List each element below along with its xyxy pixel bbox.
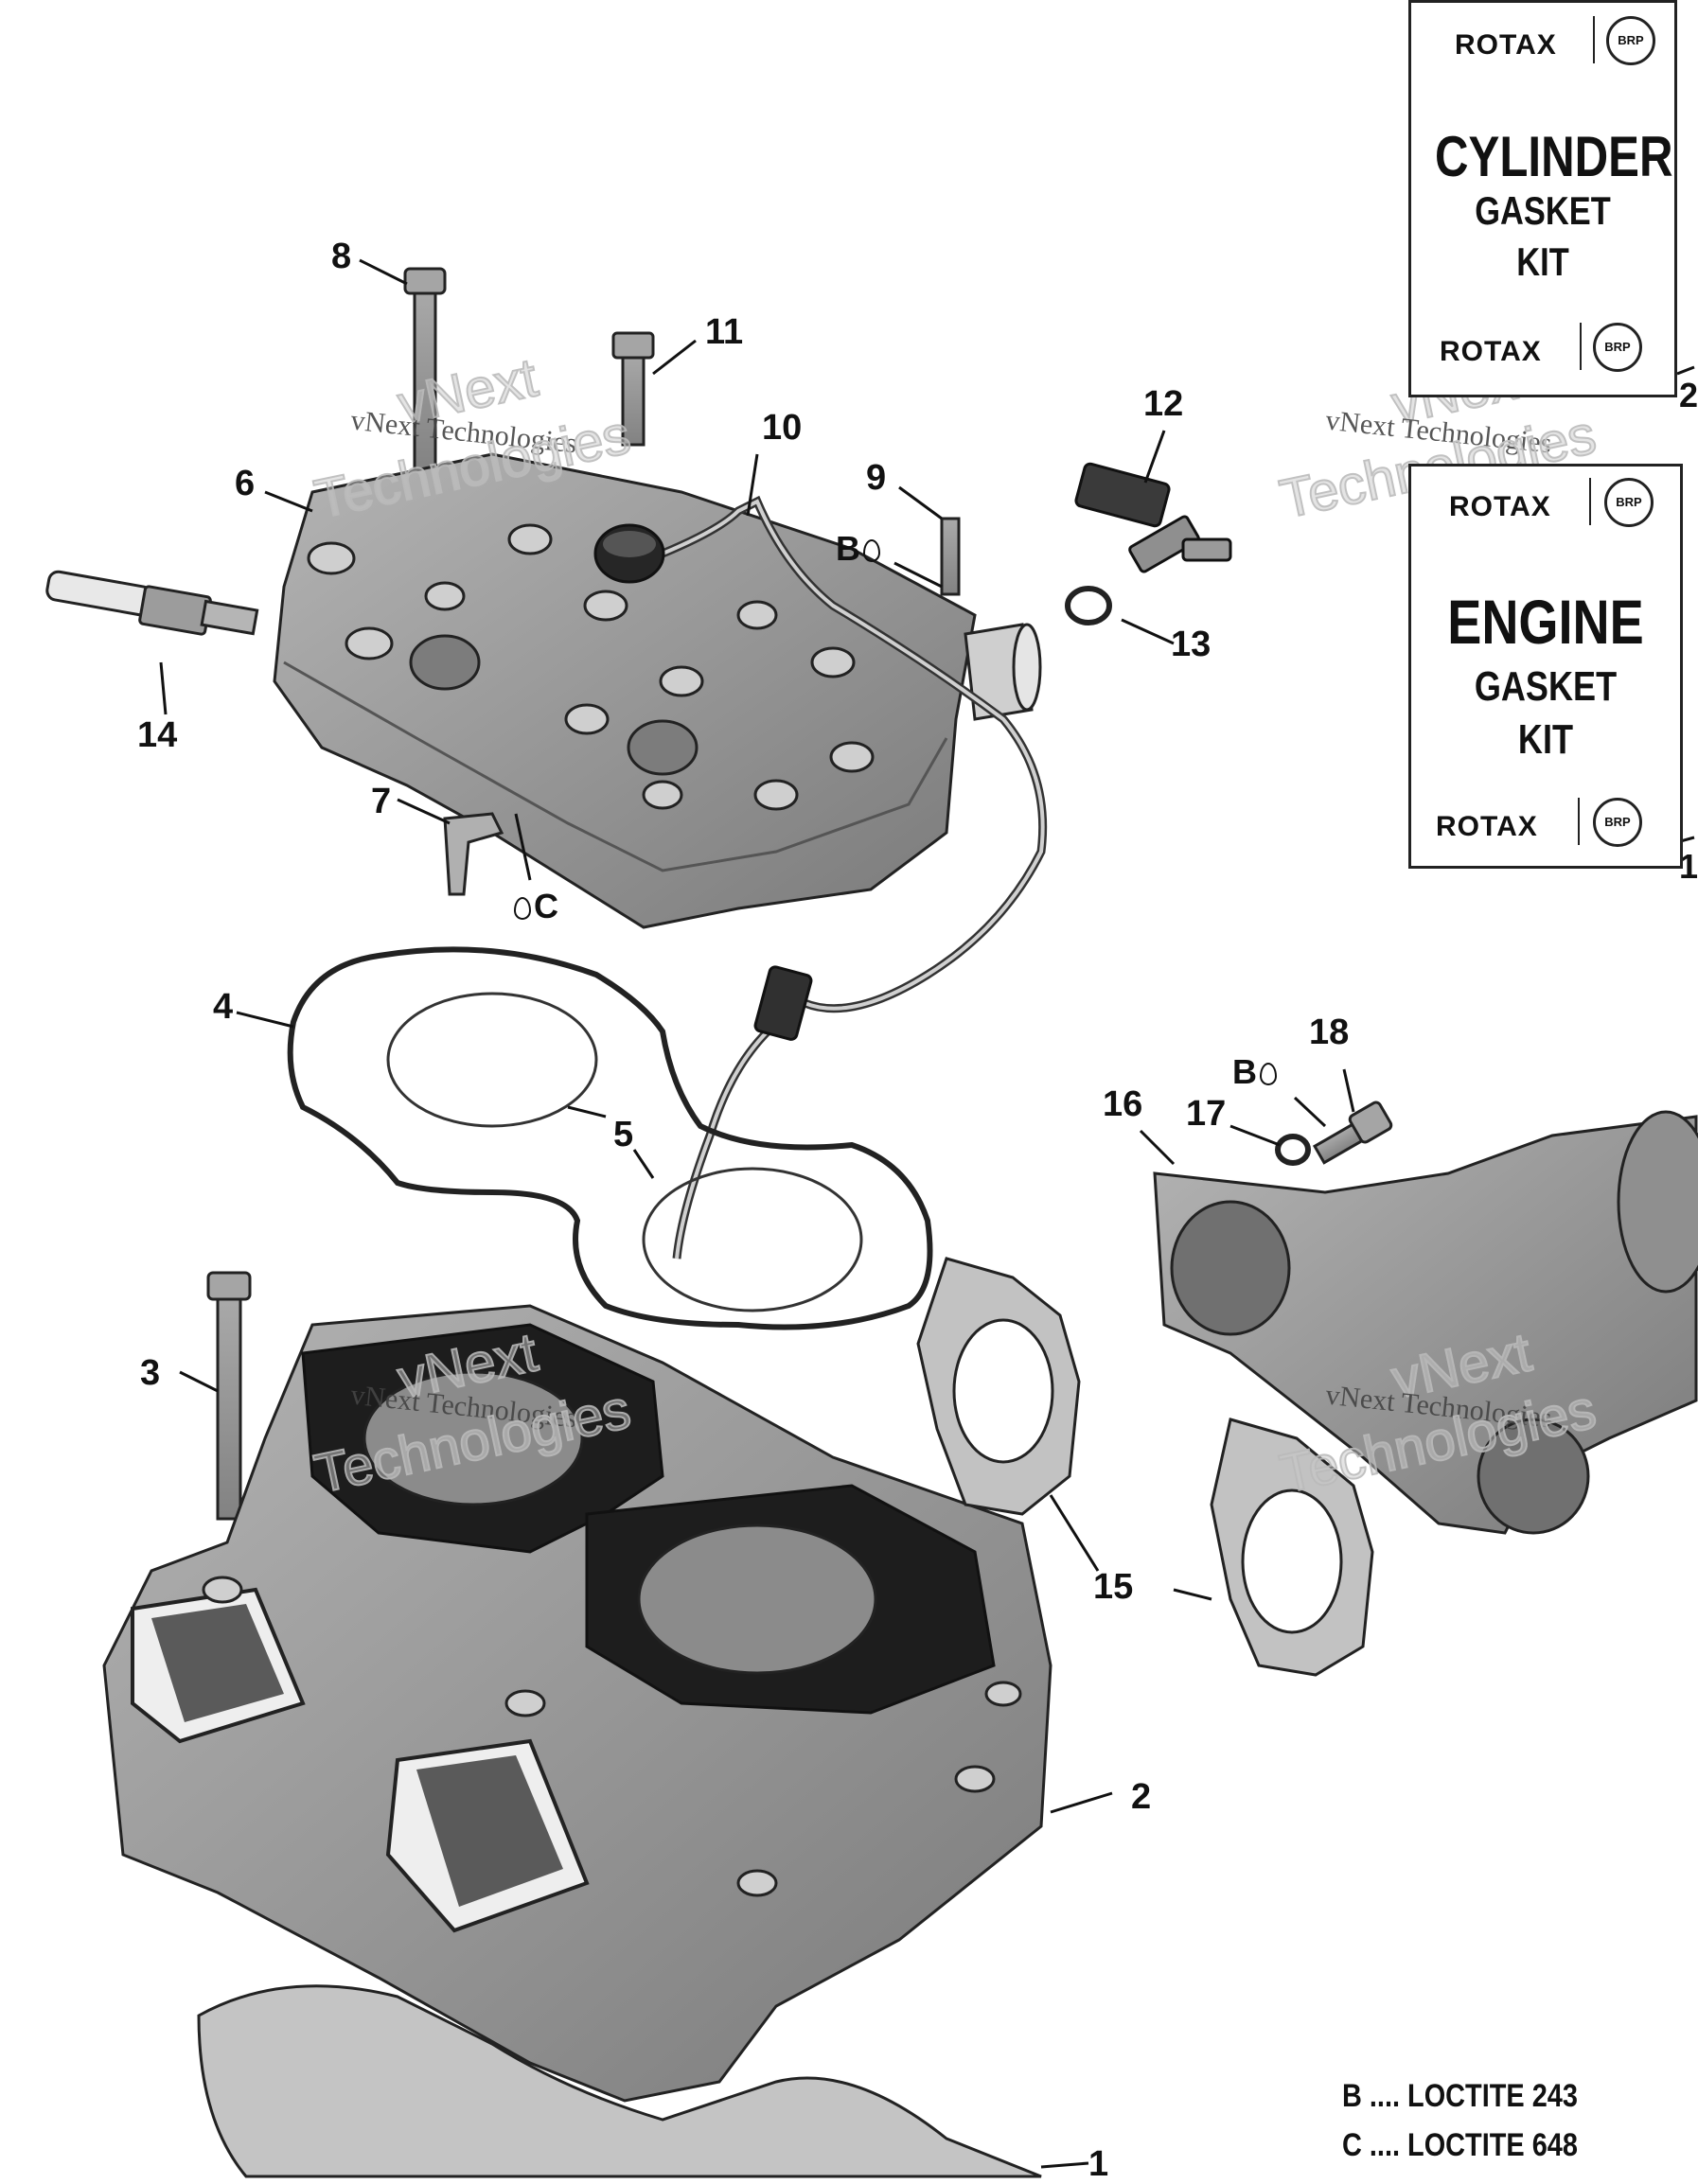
exhaust-gasket-15a [916, 1257, 1081, 1516]
brp-logo-icon: BRP [1593, 798, 1642, 847]
knock-sensor-10 [593, 495, 1048, 1259]
stud-9 [940, 517, 961, 596]
base-gasket-1 [197, 1984, 1042, 2178]
callout-12: 12 [1143, 384, 1184, 424]
agent-mark-b-17: B [1232, 1055, 1280, 1089]
agent-mark-c-7: C [511, 889, 558, 924]
callout-1: 1 [1088, 2144, 1109, 2184]
kit-subtitle-2: KIT [1516, 239, 1569, 284]
legend-loctite-b: B .... LOCTITE 243 [1342, 2078, 1578, 2114]
washer-17 [1275, 1134, 1311, 1166]
callout-kit-top-edge: 2 [1679, 376, 1698, 414]
agent-mark-b-9: B [836, 532, 883, 566]
bolt-3 [206, 1271, 252, 1521]
callout-4: 4 [213, 987, 234, 1027]
callout-14: 14 [137, 715, 178, 755]
callout-7: 7 [371, 782, 392, 821]
cylinder-2 [102, 1304, 1052, 2103]
callout-13: 13 [1171, 625, 1212, 664]
droplet-icon [863, 539, 880, 563]
kit-subtitle-2: KIT [1517, 716, 1574, 763]
exhaust-manifold-16 [1153, 1110, 1698, 1535]
spark-plug-14 [45, 570, 259, 636]
engine-gasket-kit: ROTAX BRP ENGINE GASKET KIT ROTAX BRP [1408, 464, 1683, 869]
kit-subtitle: GASKET [1474, 663, 1618, 710]
legend-loctite-c: C .... LOCTITE 648 [1342, 2127, 1578, 2163]
kit-title: ENGINE [1447, 587, 1644, 657]
leader-lines [159, 258, 1695, 2169]
brp-logo-icon: BRP [1593, 323, 1642, 372]
kit-title: CYLINDER [1435, 125, 1673, 188]
callout-kit-bottom-edge: 1 [1679, 847, 1698, 886]
callout-5: 5 [613, 1115, 634, 1154]
callout-2: 2 [1131, 1777, 1152, 1817]
callout-3: 3 [140, 1353, 161, 1393]
fitting-7 [443, 812, 504, 896]
o-ring-5a [386, 992, 598, 1128]
kit-subtitle: GASKET [1475, 188, 1611, 233]
callout-8: 8 [331, 237, 352, 276]
bolt-11 [611, 331, 655, 447]
exhaust-gasket-15b [1210, 1418, 1374, 1677]
temperature-sensor-12 [1074, 462, 1232, 573]
callout-15: 15 [1093, 1567, 1134, 1607]
bolt-18 [1312, 1101, 1393, 1165]
brp-logo-icon: BRP [1604, 478, 1654, 527]
callout-17: 17 [1186, 1094, 1227, 1134]
bolt-8 [403, 267, 447, 475]
droplet-icon [514, 897, 531, 921]
washer-13 [1065, 586, 1112, 625]
callout-10: 10 [762, 408, 803, 448]
cylinder-gasket-kit: ROTAX BRP CYLINDER GASKET KIT ROTAX BRP [1408, 0, 1677, 397]
brp-logo-icon: BRP [1606, 16, 1655, 65]
o-ring-4 [287, 946, 933, 1330]
callout-11: 11 [705, 312, 744, 352]
callout-6: 6 [235, 464, 256, 503]
callout-9: 9 [866, 458, 887, 498]
callout-16: 16 [1103, 1084, 1143, 1124]
cylinder-head-6 [273, 452, 1042, 929]
droplet-icon [1260, 1063, 1277, 1086]
o-ring-5b [642, 1167, 863, 1312]
callout-18: 18 [1309, 1013, 1350, 1052]
